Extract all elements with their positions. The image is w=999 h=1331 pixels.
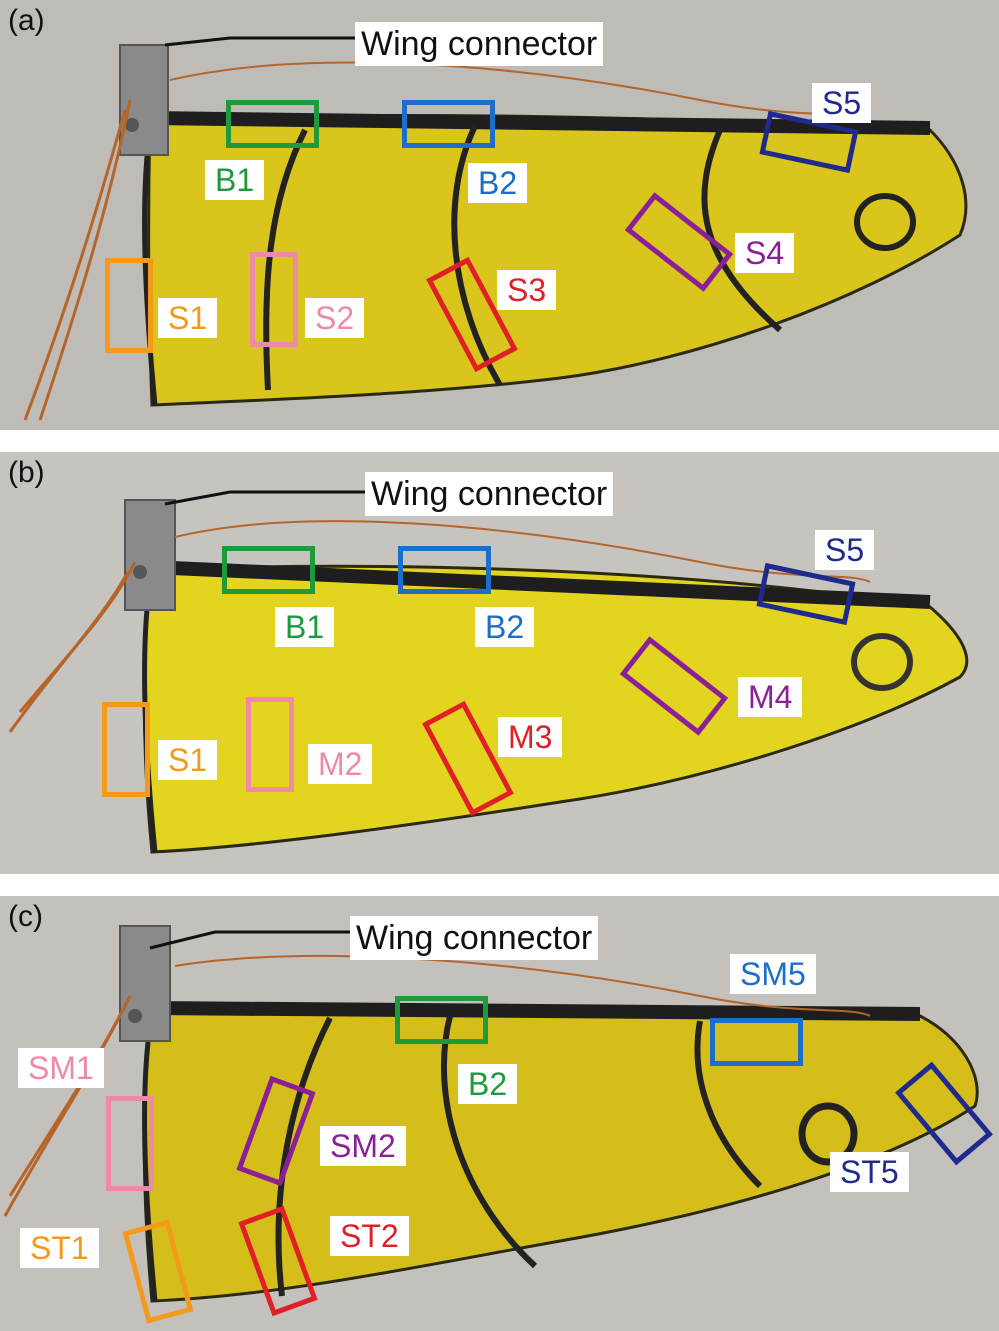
strain-box-S1-a	[105, 258, 153, 353]
tag-S2-a: S2	[305, 298, 365, 338]
panel-label-b: (b)	[8, 456, 45, 489]
panel-label-c: (c)	[8, 900, 43, 933]
strain-box-B2-a	[402, 100, 495, 148]
tag-SM2-c: SM2	[320, 1126, 406, 1166]
tag-M4-b: M4	[738, 677, 803, 717]
strain-box-S2-a	[250, 252, 298, 347]
wing-connector-label-c: Wing connector	[350, 916, 599, 960]
tag-B1-b: B1	[275, 607, 335, 647]
panel-c: (c) Wing connector SM1 B2 SM2 SM5 ST1 ST…	[0, 896, 999, 1331]
tag-S5-a: S5	[812, 83, 872, 123]
strain-box-B1-a	[226, 100, 319, 148]
tag-SM5-c: SM5	[730, 954, 816, 994]
strain-box-B2-b	[398, 546, 491, 594]
tag-M3-b: M3	[498, 717, 563, 757]
strain-box-B2-c	[395, 996, 488, 1044]
strain-box-SM1-c	[106, 1096, 154, 1191]
tag-ST5-c: ST5	[830, 1152, 909, 1192]
tag-B2-a: B2	[468, 163, 528, 203]
strain-box-S1-b	[102, 702, 150, 797]
tag-SM1-c: SM1	[18, 1048, 104, 1088]
wing-connector-label-b: Wing connector	[365, 472, 614, 516]
panel-label-a: (a)	[8, 4, 45, 37]
tag-S1-a: S1	[158, 298, 218, 338]
wing-connector-label-a: Wing connector	[355, 22, 604, 66]
strain-box-M2-b	[246, 697, 294, 792]
tag-B1-a: B1	[205, 160, 265, 200]
tag-S5-b: S5	[815, 530, 875, 570]
tag-S4-a: S4	[735, 233, 795, 273]
tag-ST1-c: ST1	[20, 1228, 99, 1268]
wing-photo-b	[0, 452, 999, 874]
tag-ST2-c: ST2	[330, 1216, 409, 1256]
tag-S1-b: S1	[158, 740, 218, 780]
tag-B2-b: B2	[475, 607, 535, 647]
strain-box-B1-b	[222, 546, 315, 594]
strain-box-SM5-c	[710, 1018, 803, 1066]
tag-B2-c: B2	[458, 1064, 518, 1104]
panel-b: (b) Wing connector B1 B2 S1 M2 M3 M4 S5	[0, 452, 999, 874]
tag-M2-b: M2	[308, 744, 373, 784]
panel-a: (a) Wing connector B1 B2 S1 S2 S3 S4 S5	[0, 0, 999, 430]
tag-S3-a: S3	[497, 270, 557, 310]
